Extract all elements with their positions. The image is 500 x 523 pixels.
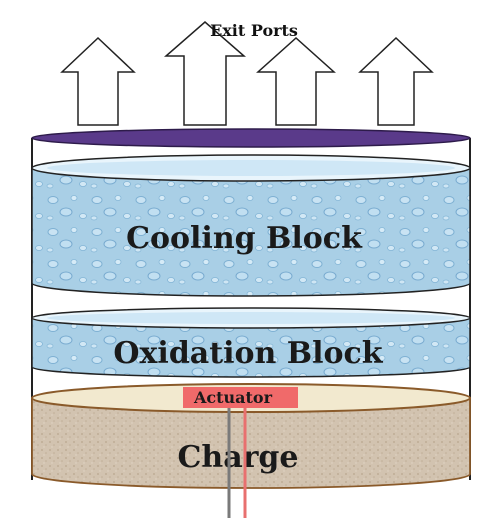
cooling-block: Cooling Block xyxy=(31,154,471,297)
exit-port-arrow-3 xyxy=(256,36,336,126)
exit-port-arrow-1 xyxy=(60,36,136,126)
actuator-label: Actuator xyxy=(193,388,273,407)
charge-label: Charge xyxy=(178,440,299,475)
cooling-block-label: Cooling Block xyxy=(126,221,363,256)
actuator-wires xyxy=(227,408,247,518)
exit-port-arrow-2 xyxy=(163,21,247,126)
oxidation-block: Oxidation Block xyxy=(31,307,471,378)
exit-port-arrow-4 xyxy=(358,36,434,126)
actuator: Actuator xyxy=(183,387,298,408)
lid xyxy=(31,128,471,148)
actuator-body xyxy=(183,387,298,408)
exit-port-arrows xyxy=(60,21,434,126)
exit-ports-title: Exit Ports xyxy=(210,21,298,40)
oxidation-block-label: Oxidation Block xyxy=(113,336,383,371)
